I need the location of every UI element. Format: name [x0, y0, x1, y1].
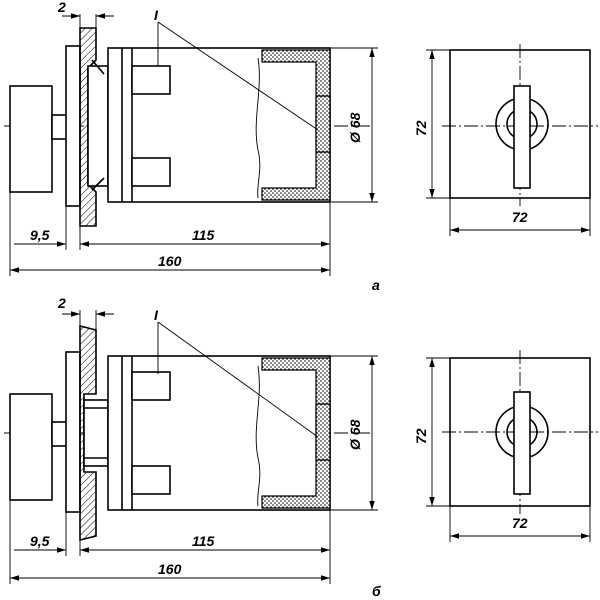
spacer [83, 399, 109, 467]
contact-upper [131, 65, 171, 95]
dim-height: 72 [413, 120, 429, 136]
handle [513, 85, 531, 189]
knob [9, 393, 53, 501]
spacer [87, 65, 109, 187]
front-plate [65, 351, 81, 513]
dim-total: 160 [158, 561, 182, 577]
contact-lower [131, 465, 171, 495]
view-b: I 2 Ø 68 9,5 115 160 б [4, 295, 598, 599]
caption: а [372, 277, 380, 293]
dim-height: 72 [413, 428, 429, 444]
break-line [255, 57, 261, 199]
side-view-a: I 2 Ø 68 9,5 115 160 а [4, 0, 380, 293]
dim-offset: 9,5 [30, 227, 50, 243]
contact-lower [131, 157, 171, 187]
dim-body: 115 [192, 227, 215, 243]
dim-diameter: Ø 68 [347, 419, 363, 450]
view-a: I 2 Ø 68 9,5 115 160 а [4, 0, 598, 293]
dim-panel: 2 [57, 295, 66, 311]
dim-total: 160 [158, 253, 182, 269]
dim-diameter: Ø 68 [347, 112, 363, 143]
mounting-panel [79, 324, 97, 542]
front-view-a: 72 72 [413, 44, 598, 236]
dim-panel: 2 [57, 0, 66, 15]
front-view-b: 72 72 [413, 350, 598, 542]
handle [513, 391, 531, 495]
dim-width: 72 [512, 515, 528, 531]
dim-width: 72 [512, 209, 528, 225]
knob [9, 85, 53, 193]
leader-label: I [154, 7, 159, 23]
side-view-b: I 2 Ø 68 9,5 115 160 б [4, 295, 381, 599]
leader-label: I [154, 307, 159, 323]
front-plate [65, 45, 81, 207]
contact-upper [131, 371, 171, 401]
caption: б [372, 583, 381, 599]
dim-body: 115 [192, 533, 215, 549]
dim-offset: 9,5 [30, 533, 50, 549]
break-line [255, 365, 261, 507]
